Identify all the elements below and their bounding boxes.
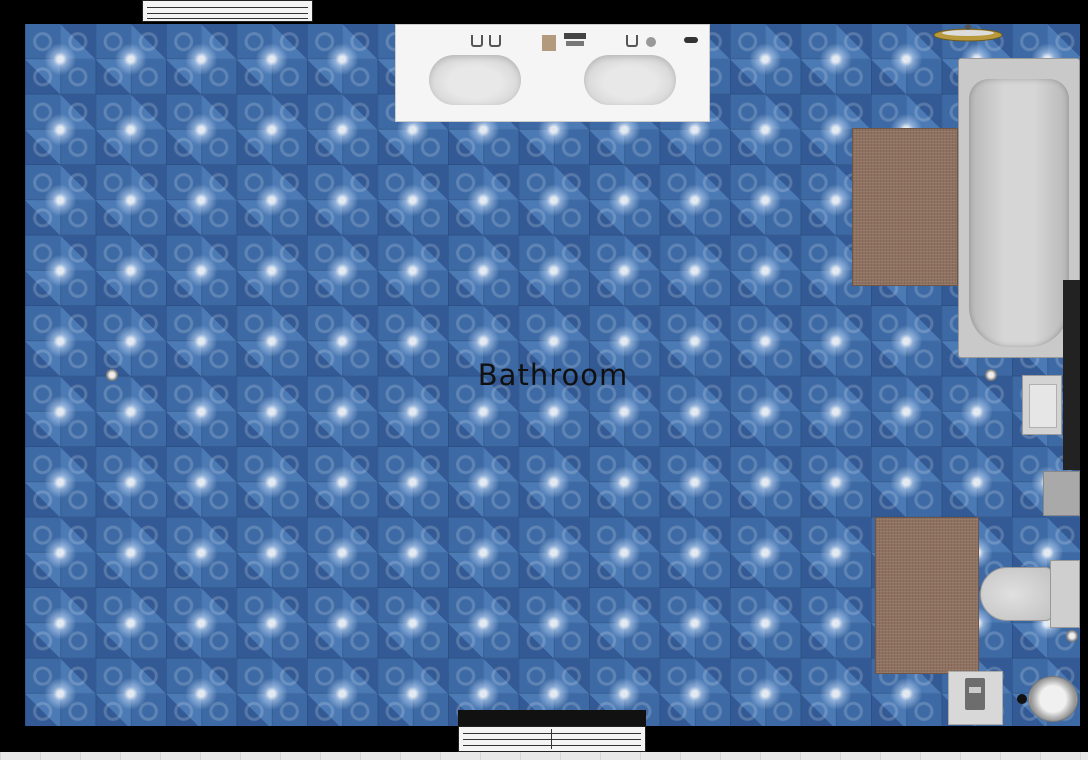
ceiling-lamp-icon: [928, 24, 1008, 46]
door-sill: [458, 710, 646, 726]
toothbrush-icon: [564, 33, 586, 39]
trash-bin[interactable]: [948, 671, 1003, 725]
left-faucet-icon: [471, 35, 483, 47]
left-faucet-handle-icon: [489, 35, 501, 47]
bath-mat-top[interactable]: [852, 128, 958, 286]
double-sink-vanity[interactable]: [395, 24, 710, 122]
wall-hook-right-icon: [985, 369, 997, 381]
wall-cabinet[interactable]: [1022, 375, 1062, 435]
left-basin: [429, 55, 521, 105]
bathtub-basin: [969, 79, 1069, 347]
razor-icon: [684, 37, 698, 43]
soap-dispenser-icon: [542, 35, 556, 51]
toilet-bowl[interactable]: [980, 567, 1052, 621]
drain-plug-icon: [1017, 694, 1027, 704]
trash-bin-icon: [965, 678, 985, 710]
comb-icon: [566, 41, 584, 46]
bath-mat-bottom[interactable]: [875, 517, 979, 674]
bathtub[interactable]: [958, 58, 1080, 358]
right-faucet-icon: [626, 35, 638, 47]
window-bottom[interactable]: [458, 726, 646, 752]
window-top[interactable]: [142, 0, 313, 22]
toilet-tank[interactable]: [1050, 560, 1080, 628]
wall-panel: [1063, 280, 1080, 470]
room-label: Bathroom: [477, 358, 629, 392]
plan-margin: [0, 752, 1088, 760]
toilet-valve-icon: [1066, 630, 1078, 642]
shelf[interactable]: [1043, 471, 1080, 516]
right-basin: [584, 55, 676, 105]
cup-icon: [646, 37, 656, 47]
cabinet-door: [1029, 384, 1057, 428]
wall-hook-left-icon: [106, 369, 118, 381]
floor-drain[interactable]: [1028, 676, 1078, 722]
